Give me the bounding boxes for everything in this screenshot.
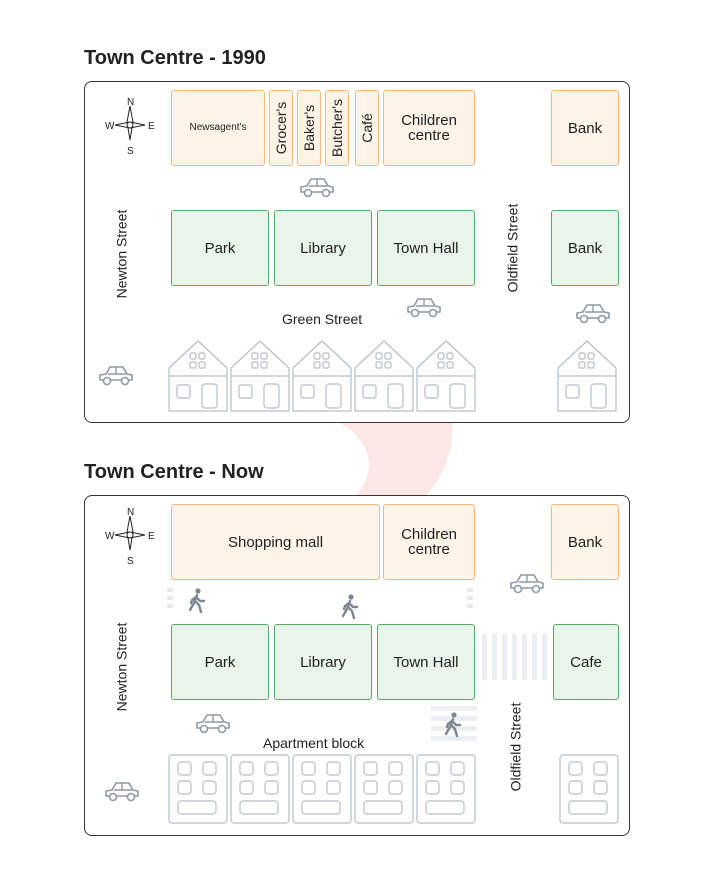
house-icon [416, 340, 476, 417]
apartment-block-icon [416, 754, 476, 829]
newsagent-label: Newsagent's [189, 122, 247, 133]
car-icon [299, 176, 335, 205]
apartment-block-icon [230, 754, 290, 829]
house-icon [168, 340, 228, 417]
town-hall-building: Town Hall [377, 624, 475, 700]
compass-s: S [127, 556, 134, 566]
butcher-label: Butcher's [329, 99, 346, 157]
library-label: Library [300, 653, 346, 671]
apartment-block-icon [292, 754, 352, 829]
compass-icon: N S W E [105, 94, 157, 161]
grocer-label: Grocer's [273, 101, 289, 155]
apartment-block-icon [168, 754, 228, 829]
house-icon [354, 340, 414, 417]
baker-label: Baker's [301, 104, 317, 152]
cafe-label: Café [359, 113, 376, 143]
bank-building: Bank [551, 504, 619, 580]
apartment-block-icon [559, 754, 619, 829]
car-icon [406, 296, 442, 325]
map-1990-title: Town Centre - 1990 [84, 47, 266, 69]
bank-mid-label: Bank [567, 239, 603, 257]
compass-n: N [127, 507, 134, 518]
map-now: N S W E Shopping mall Children centre Ba… [84, 495, 630, 836]
compass-s: S [127, 146, 134, 156]
park-building: Park [171, 624, 269, 700]
map-now-title: Town Centre - Now [84, 461, 264, 483]
house-icon [292, 340, 352, 417]
cafe-building: Café [355, 90, 379, 166]
bank-mid-building: Bank [551, 210, 619, 286]
park-building: Park [171, 210, 269, 286]
town-hall-building: Town Hall [377, 210, 475, 286]
butcher-building: Butcher's [325, 90, 349, 166]
library-building: Library [274, 624, 372, 700]
car-icon [104, 780, 140, 809]
cafe-label: Cafe [570, 653, 602, 671]
house-icon [557, 340, 617, 417]
grocer-building: Grocer's [269, 90, 293, 166]
house-icon [230, 340, 290, 417]
newsagent-building: Newsagent's [171, 90, 265, 166]
apartment-block-icon [354, 754, 414, 829]
oldfield-street-label: Oldfield Street [507, 702, 524, 792]
compass-w: W [105, 121, 115, 132]
compass-icon: N S W E [105, 504, 157, 571]
children-centre-label: Children centre [401, 112, 457, 144]
library-building: Library [274, 210, 372, 286]
pedestrian-icon [341, 594, 359, 625]
compass-n: N [127, 97, 134, 108]
newton-street-label: Newton Street [113, 209, 130, 299]
children-centre-building: Children centre [383, 90, 475, 166]
crosswalk-stripes [480, 634, 548, 685]
park-label: Park [204, 239, 236, 257]
car-icon [98, 364, 134, 393]
bank-top-building: Bank [551, 90, 619, 166]
map-1990: N S W E Newsagent's Grocer's Baker's But… [84, 81, 630, 423]
compass-w: W [105, 531, 115, 542]
children-centre-building: Children centre [383, 504, 475, 580]
bank-label: Bank [567, 533, 603, 551]
bank-top-label: Bank [567, 119, 603, 137]
pedestrian-crossing [167, 586, 477, 621]
cafe-building: Cafe [553, 624, 619, 700]
car-icon [195, 712, 231, 741]
park-label: Park [204, 653, 236, 671]
baker-building: Baker's [297, 90, 321, 166]
town-hall-label: Town Hall [393, 239, 459, 257]
compass-e: E [148, 121, 155, 132]
compass-e: E [148, 531, 155, 542]
town-hall-label: Town Hall [393, 653, 459, 671]
car-icon [575, 302, 611, 331]
apartment-block-label: Apartment block [263, 735, 365, 751]
green-street-label: Green Street [282, 311, 363, 327]
pedestrian-icon [188, 588, 206, 619]
pedestrian-icon [444, 712, 462, 743]
children-centre-label: Children centre [401, 526, 457, 558]
library-label: Library [300, 239, 346, 257]
shopping-mall-building: Shopping mall [171, 504, 380, 580]
newton-street-label: Newton Street [113, 622, 130, 712]
oldfield-street-label: Oldfield Street [504, 203, 521, 293]
shopping-mall-label: Shopping mall [227, 533, 324, 551]
car-icon [509, 572, 545, 601]
